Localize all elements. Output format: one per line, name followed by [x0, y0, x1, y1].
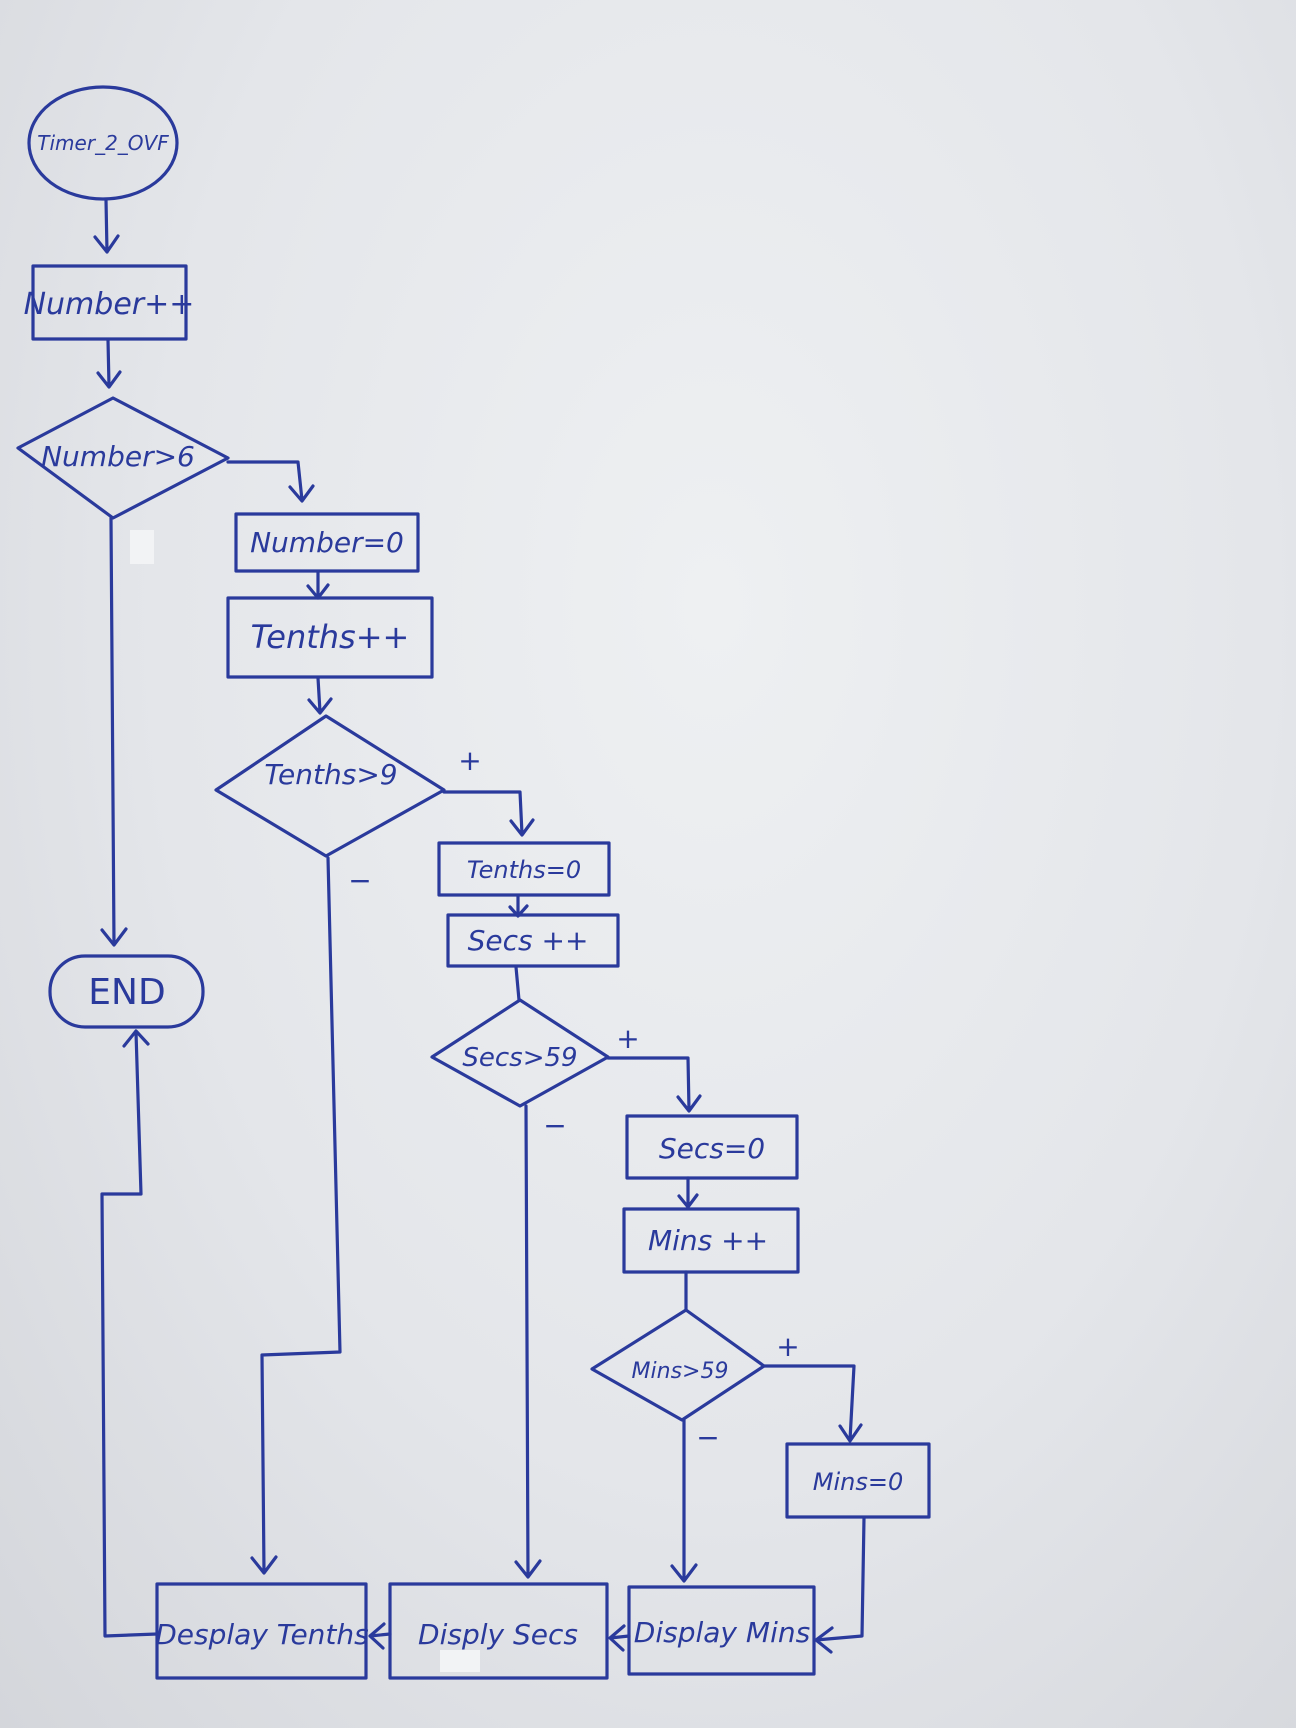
- end-label: END: [88, 972, 165, 1013]
- reset-secs-label: Secs=0: [659, 1132, 765, 1165]
- mins-no-label: −: [696, 1421, 719, 1454]
- reset-number-box: Number=0: [234, 512, 420, 573]
- secs-decision-label: Secs>59: [462, 1043, 577, 1073]
- increment-tenths-label: Tenths++: [251, 618, 410, 656]
- arrow-tenths-no: [250, 856, 342, 1575]
- arrow-secs-to-tenths: [368, 1622, 392, 1650]
- paper-patch: [130, 530, 154, 564]
- reset-mins-label: Mins=0: [813, 1468, 903, 1496]
- mins-decision-label: Mins>59: [632, 1359, 729, 1384]
- arrow-reset-secs-to-mins: [677, 1176, 699, 1209]
- increment-mins-box: Mins ++: [622, 1207, 800, 1274]
- arrow-secs-yes: [606, 1056, 702, 1113]
- reset-tenths-label: Tenths=0: [467, 856, 581, 884]
- reset-number-label: Number=0: [250, 526, 404, 559]
- tenths-yes-label: +: [458, 744, 481, 777]
- arrow-reset-to-tenths: [306, 570, 330, 600]
- arrow-mins-yes: [762, 1364, 863, 1443]
- secs-yes-label: +: [616, 1022, 639, 1055]
- tenths-decision: Tenths>9: [214, 714, 446, 858]
- secs-decision: Secs>59: [430, 998, 610, 1108]
- mins-yes-label: +: [776, 1330, 799, 1363]
- number-decision-label: Number>6: [41, 440, 195, 473]
- arrow-tenths-to-end: [100, 1029, 159, 1638]
- arrow-mins-to-secs: [608, 1624, 631, 1652]
- arrow-reset-tenths-to-secs: [508, 894, 529, 918]
- tenths-no-label: −: [348, 864, 371, 897]
- arrow-secs-no: [514, 1104, 542, 1579]
- number-decision: Number>6: [16, 396, 230, 520]
- increment-secs-label: Secs ++: [468, 924, 589, 957]
- paper-patch: [440, 1650, 480, 1672]
- display-mins-label: Display Mins: [634, 1616, 810, 1649]
- start-node: Timer_2_OVF: [27, 85, 179, 201]
- increment-number-label: Number++: [24, 287, 195, 322]
- arrow-number-no: [100, 516, 128, 947]
- arrow-start-to-increment: [93, 198, 120, 254]
- arrow-tenths-to-decision: [307, 676, 333, 715]
- reset-mins-box: Mins=0: [785, 1442, 931, 1519]
- increment-mins-label: Mins ++: [648, 1224, 768, 1257]
- reset-tenths-box: Tenths=0: [437, 841, 611, 897]
- arrow-secs-to-decision: [514, 965, 521, 1002]
- increment-number-box: Number++: [24, 264, 195, 341]
- increment-secs-box: Secs ++: [446, 913, 620, 968]
- display-secs-label: Disply Secs: [418, 1618, 578, 1651]
- secs-no-label: −: [543, 1109, 566, 1142]
- tenths-decision-label: Tenths>9: [264, 758, 397, 791]
- start-label: Timer_2_OVF: [37, 131, 169, 155]
- arrow-increment-to-decision: [96, 338, 122, 389]
- end-node: END: [48, 954, 205, 1029]
- arrow-tenths-yes: [442, 790, 535, 837]
- display-mins-box: Display Mins: [627, 1585, 816, 1676]
- arrow-number-yes: [226, 460, 315, 503]
- arrow-reset-mins-to-display: [814, 1516, 866, 1654]
- reset-secs-box: Secs=0: [625, 1114, 799, 1180]
- display-tenths-label: Desplay Tenths: [155, 1618, 369, 1651]
- increment-tenths-box: Tenths++: [226, 596, 434, 679]
- arrow-mins-no: [670, 1418, 698, 1583]
- mins-decision: Mins>59: [590, 1308, 766, 1422]
- display-tenths-box: Desplay Tenths: [155, 1582, 369, 1680]
- display-secs-box: Disply Secs: [388, 1582, 609, 1680]
